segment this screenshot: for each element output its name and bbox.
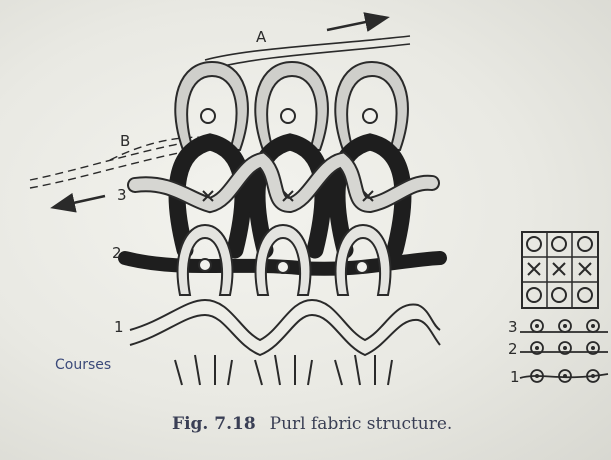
figure-title: Purl fabric structure. — [270, 414, 453, 434]
cross-mark-icon — [528, 263, 591, 275]
course-label-1: 1 — [114, 318, 124, 336]
figure-number: Fig. 7.18 — [172, 414, 256, 434]
arrow-icon — [55, 196, 105, 207]
notation-grid — [522, 232, 598, 308]
course-label-2: 2 — [112, 244, 122, 262]
bottom-legs — [175, 355, 392, 385]
course-label-3: 3 — [117, 186, 127, 204]
courses-label: Courses — [55, 357, 111, 373]
label-a: A — [256, 28, 266, 46]
notation-label-3: 3 — [508, 318, 518, 336]
notation-label-2: 2 — [508, 340, 518, 358]
arrow-icon — [327, 18, 385, 30]
course-1-yarn — [130, 300, 440, 355]
notation-label-1: 1 — [510, 368, 520, 386]
stitch-notation-rows — [520, 320, 608, 382]
top-loop-holes — [201, 109, 377, 123]
label-b: B — [120, 132, 130, 150]
figure-caption: Fig. 7.18 Purl fabric structure. — [172, 414, 452, 434]
